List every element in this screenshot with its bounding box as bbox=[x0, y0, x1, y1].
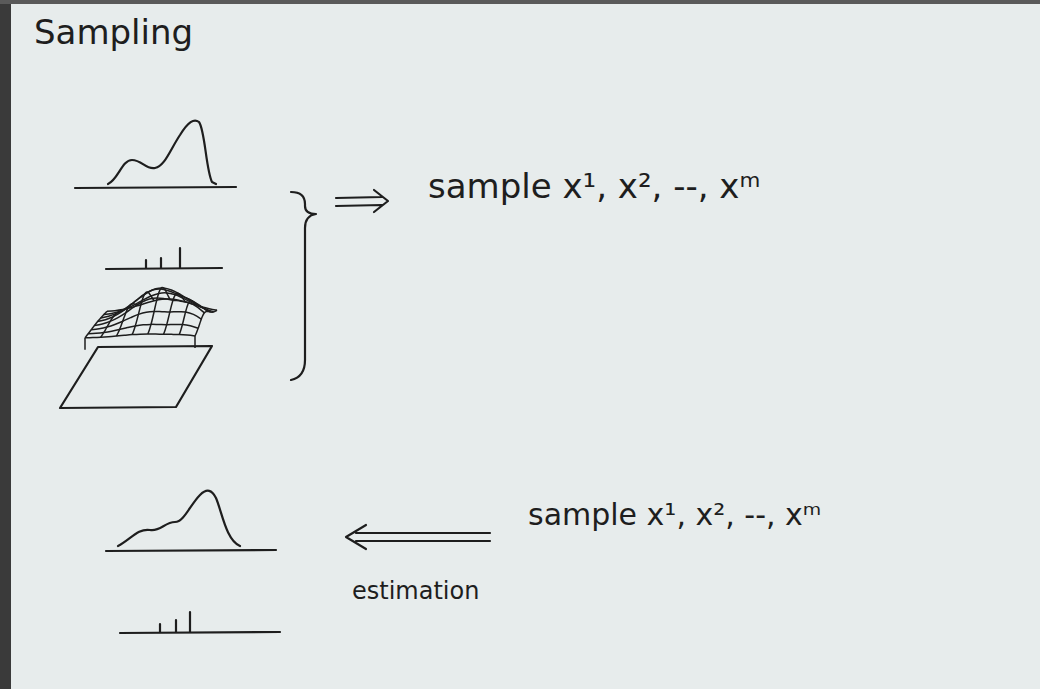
sample-label: sample x¹, x², --, xᵐ bbox=[528, 498, 821, 531]
board-edge bbox=[0, 0, 11, 689]
base-plane bbox=[60, 346, 212, 408]
mesh-line bbox=[107, 299, 217, 311]
density-curve bbox=[108, 121, 216, 184]
double-arrow bbox=[346, 525, 490, 549]
curly-brace bbox=[291, 192, 316, 380]
density-curve bbox=[118, 491, 240, 546]
mesh-line bbox=[104, 293, 214, 315]
surface-mesh bbox=[85, 288, 217, 350]
mesh-line bbox=[84, 338, 86, 350]
sample-label: sample x¹, x², --, xᵐ bbox=[428, 168, 761, 205]
axis-line bbox=[106, 268, 222, 269]
mesh-line bbox=[195, 310, 217, 336]
probability-stems bbox=[146, 248, 180, 268]
mesh-line bbox=[98, 289, 208, 321]
probability-stems bbox=[160, 612, 190, 632]
mesh-line bbox=[194, 336, 196, 348]
axis-line bbox=[120, 632, 280, 633]
double-arrow bbox=[336, 190, 388, 212]
axis-line bbox=[106, 550, 276, 551]
axis-line bbox=[75, 187, 236, 188]
arrow-label: estimation bbox=[352, 578, 479, 604]
sketch-title: Sampling bbox=[34, 14, 193, 51]
board-edge bbox=[0, 0, 1040, 4]
